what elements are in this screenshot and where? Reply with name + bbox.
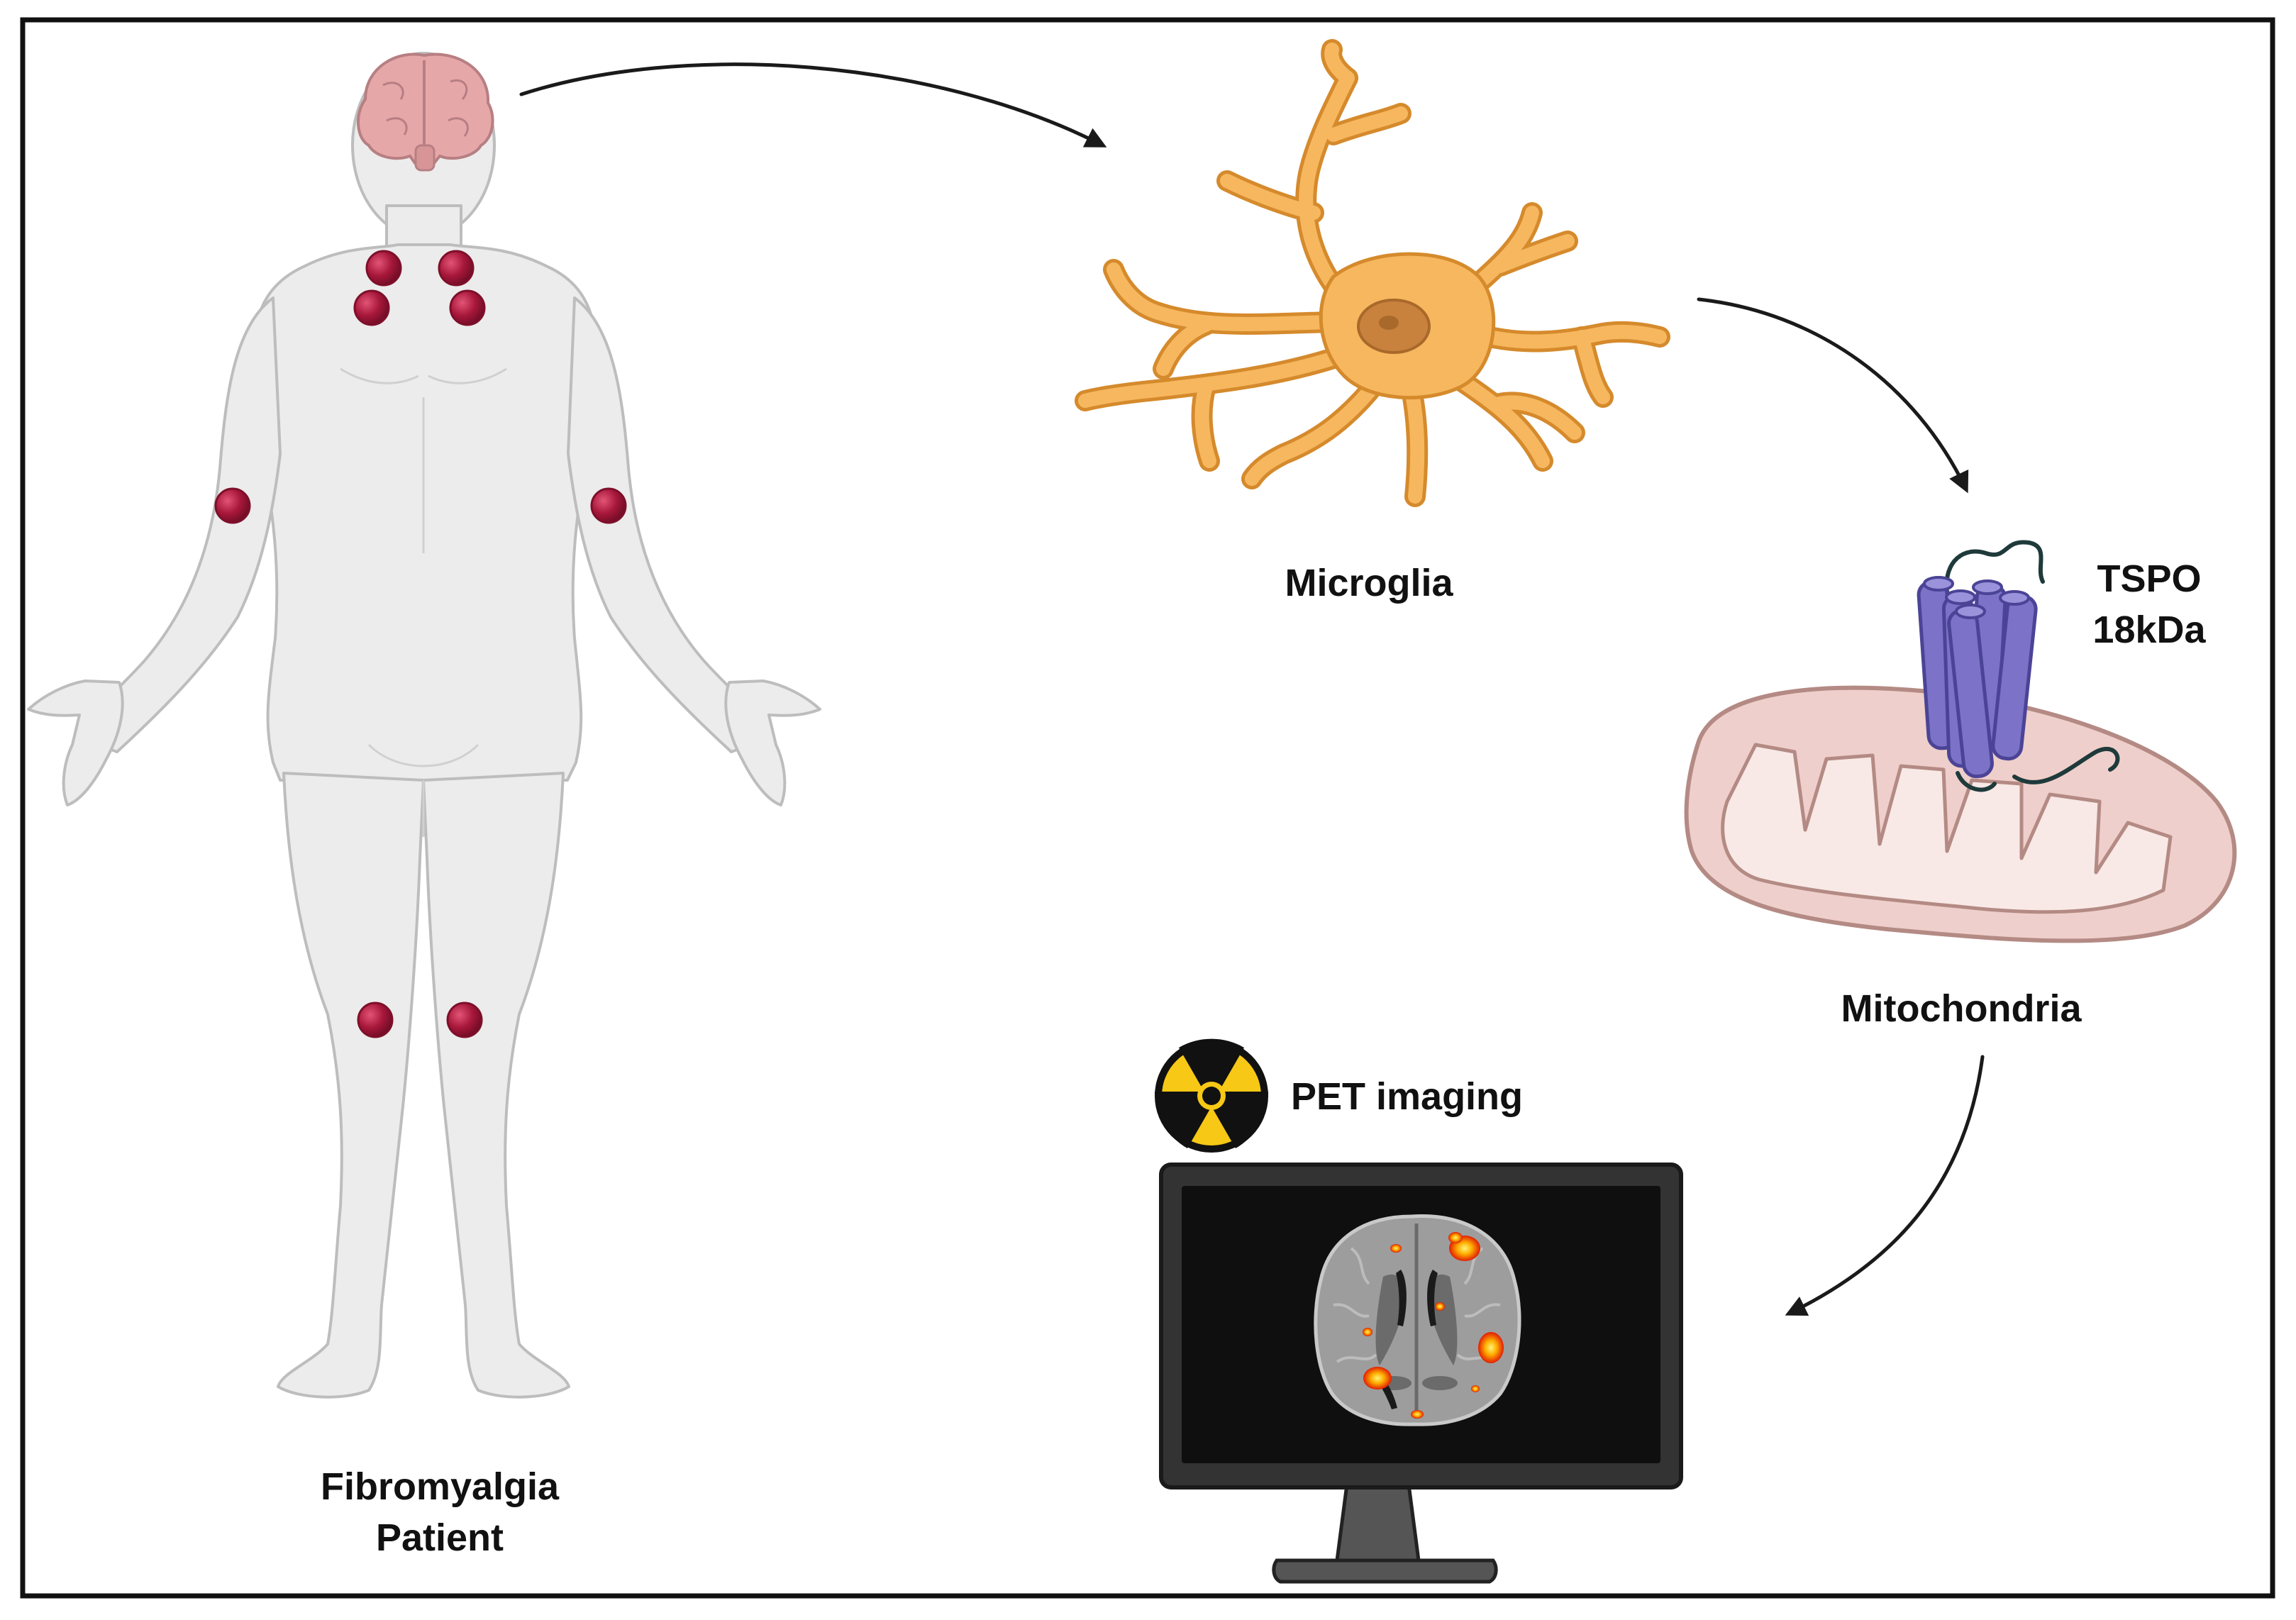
pet-brain-scan-icon	[1314, 1214, 1521, 1426]
arrow-microglia-to-mitochondria	[1697, 297, 1969, 494]
microglia-cell-icon	[1075, 39, 1670, 507]
arrow-mitochondria-to-pet	[1785, 1055, 1985, 1316]
tender-point-icon	[438, 250, 475, 287]
tender-point-icon	[365, 250, 402, 287]
tspo-protein-icon	[1917, 540, 2120, 792]
flow-arrows	[519, 62, 1985, 1316]
body-contour-lines	[340, 367, 507, 837]
tender-point-icon	[446, 1002, 483, 1038]
tender-points	[214, 250, 627, 1038]
radiation-hazard-icon	[1154, 1038, 1269, 1153]
tender-point-icon	[353, 289, 390, 326]
pet-hotspots	[1363, 1232, 1504, 1419]
tender-point-icon	[357, 1002, 394, 1038]
tender-point-icon	[214, 487, 251, 524]
tender-point-icon	[590, 487, 627, 524]
arrow-patient-to-microglia	[519, 62, 1107, 148]
tender-point-icon	[449, 289, 486, 326]
brain-icon	[356, 52, 494, 172]
